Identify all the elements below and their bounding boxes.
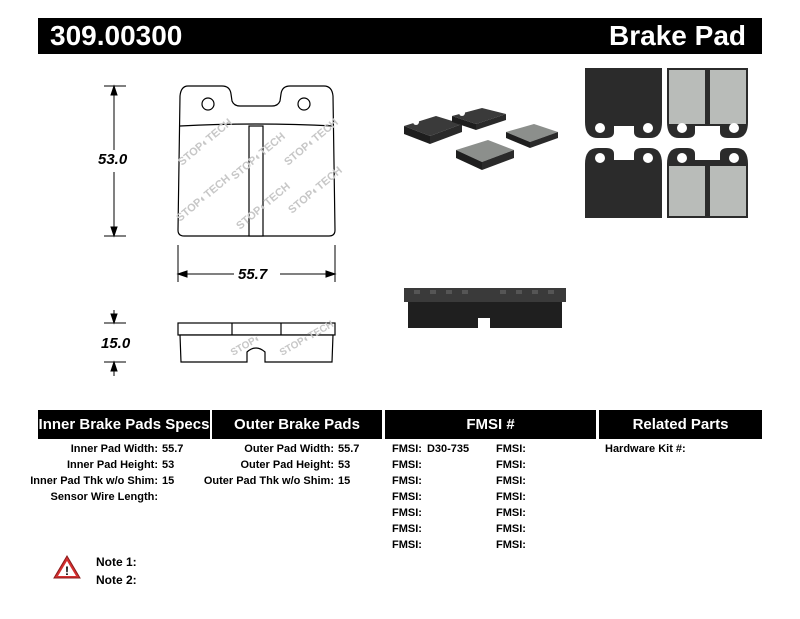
warning-icon: ! <box>53 555 81 579</box>
spec-label: Inner Pad Height: <box>66 459 158 471</box>
header-related-parts: Related Parts <box>599 410 762 439</box>
fmsi-label: FMSI: <box>392 539 422 551</box>
fmsi-row: FMSI: <box>392 475 422 488</box>
fmsi-row: FMSI: <box>392 459 422 472</box>
fmsi-row: FMSI: <box>496 523 526 536</box>
pad-iso-1 <box>404 116 462 144</box>
svg-text:STOP◐TECH: STOP◐TECH <box>229 130 288 182</box>
svg-text:!: ! <box>65 564 69 578</box>
note-label: Note 1: <box>96 555 137 569</box>
fmsi-row: FMSI: <box>392 523 422 536</box>
spec-label: Outer Pad Thk w/o Shim: <box>203 475 334 487</box>
header-bar: 309.00300 Brake Pad <box>38 18 762 54</box>
fmsi-row: FMSI: <box>392 539 422 552</box>
fmsi-row: FMSI: <box>496 507 526 520</box>
part-number: 309.00300 <box>50 20 183 51</box>
fmsi-row: FMSI: <box>496 539 526 552</box>
spec-label: Sensor Wire Length: <box>50 491 158 503</box>
fmsi-label: FMSI: <box>392 523 422 535</box>
svg-text:STOP◐TECH: STOP◐TECH <box>234 180 293 232</box>
spec-value: 55.7 <box>162 443 184 455</box>
fmsi-label: FMSI: <box>392 443 422 455</box>
fmsi-label: FMSI: <box>496 507 526 519</box>
spec-value: 53 <box>162 459 175 471</box>
spec-label: Inner Pad Width: <box>70 443 158 455</box>
watermark-logos: STOP◐TECH STOP◐TECH STOP◐TECH STOP◐TECH … <box>174 116 345 232</box>
pad-outline <box>177 85 336 237</box>
fmsi-row: FMSI: <box>496 443 526 456</box>
fmsi-row: FMSI: <box>496 459 526 472</box>
note-1: Note 1: <box>96 555 137 569</box>
fmsi-label: FMSI: <box>496 475 526 487</box>
pad-friction-top-right <box>667 68 748 138</box>
fmsi-row: FMSI: <box>496 475 526 488</box>
fmsi-label: FMSI: <box>496 523 526 535</box>
fmsi-row: FMSI: <box>496 491 526 504</box>
header-fmsi: FMSI # <box>385 410 596 439</box>
fmsi-label: FMSI: <box>392 459 422 471</box>
spec-label: Outer Pad Height: <box>240 459 334 471</box>
svg-text:STOP◐TECH: STOP◐TECH <box>176 116 235 168</box>
thickness-dimension-label: 15.0 <box>99 335 133 352</box>
fmsi-row: FMSI: <box>392 491 422 504</box>
product-type: Brake Pad <box>609 20 746 51</box>
spec-value: 55.7 <box>338 443 360 455</box>
related-label: Hardware Kit #: <box>605 443 686 455</box>
fmsi-label: FMSI: <box>496 443 526 455</box>
fmsi-label: FMSI: <box>392 491 422 503</box>
header-outer-specs: Outer Brake Pads Specs <box>212 410 382 462</box>
pad-backplate-top-left <box>585 68 662 138</box>
svg-text:STOP◐TECH: STOP◐TECH <box>282 116 341 168</box>
pad-friction-bottom-right <box>667 148 748 218</box>
pad-iso-3 <box>456 140 514 170</box>
spec-value: 15 <box>338 475 351 487</box>
width-dimension-label: 55.7 <box>238 266 268 283</box>
spec-label: Inner Pad Thk w/o Shim: <box>30 475 158 487</box>
spec-value: 15 <box>162 475 175 487</box>
fmsi-label: FMSI: <box>496 491 526 503</box>
fmsi-row: FMSI: D30-735 <box>392 443 469 456</box>
side-watermark: STOP◐ STOP◐TECH <box>229 319 336 359</box>
spec-value: 53 <box>338 459 351 471</box>
fmsi-label: FMSI: <box>392 475 422 487</box>
svg-text:STOP◐TECH: STOP◐TECH <box>174 172 233 224</box>
fmsi-label: FMSI: <box>496 539 526 551</box>
fmsi-value: D30-735 <box>426 443 470 455</box>
svg-text:STOP◐TECH: STOP◐TECH <box>278 319 336 359</box>
spec-label: Outer Pad Width: <box>244 443 334 455</box>
pad-side-drawing <box>177 322 336 363</box>
height-dimension-label: 53.0 <box>96 151 130 168</box>
hardware-kit-row: Hardware Kit #: <box>605 443 686 456</box>
note-2: Note 2: <box>96 573 137 587</box>
fmsi-label: FMSI: <box>496 459 526 471</box>
header-inner-specs: Inner Brake Pads Specs <box>38 410 210 439</box>
svg-text:STOP◐: STOP◐ <box>229 333 263 359</box>
fmsi-label: FMSI: <box>392 507 422 519</box>
note-label: Note 2: <box>96 573 137 587</box>
fmsi-row: FMSI: <box>392 507 422 520</box>
svg-text:STOP◐TECH: STOP◐TECH <box>286 164 345 216</box>
pad-backplate-bottom-left <box>585 148 662 218</box>
pad-iso-4 <box>506 124 558 148</box>
pad-iso-2 <box>452 108 506 130</box>
